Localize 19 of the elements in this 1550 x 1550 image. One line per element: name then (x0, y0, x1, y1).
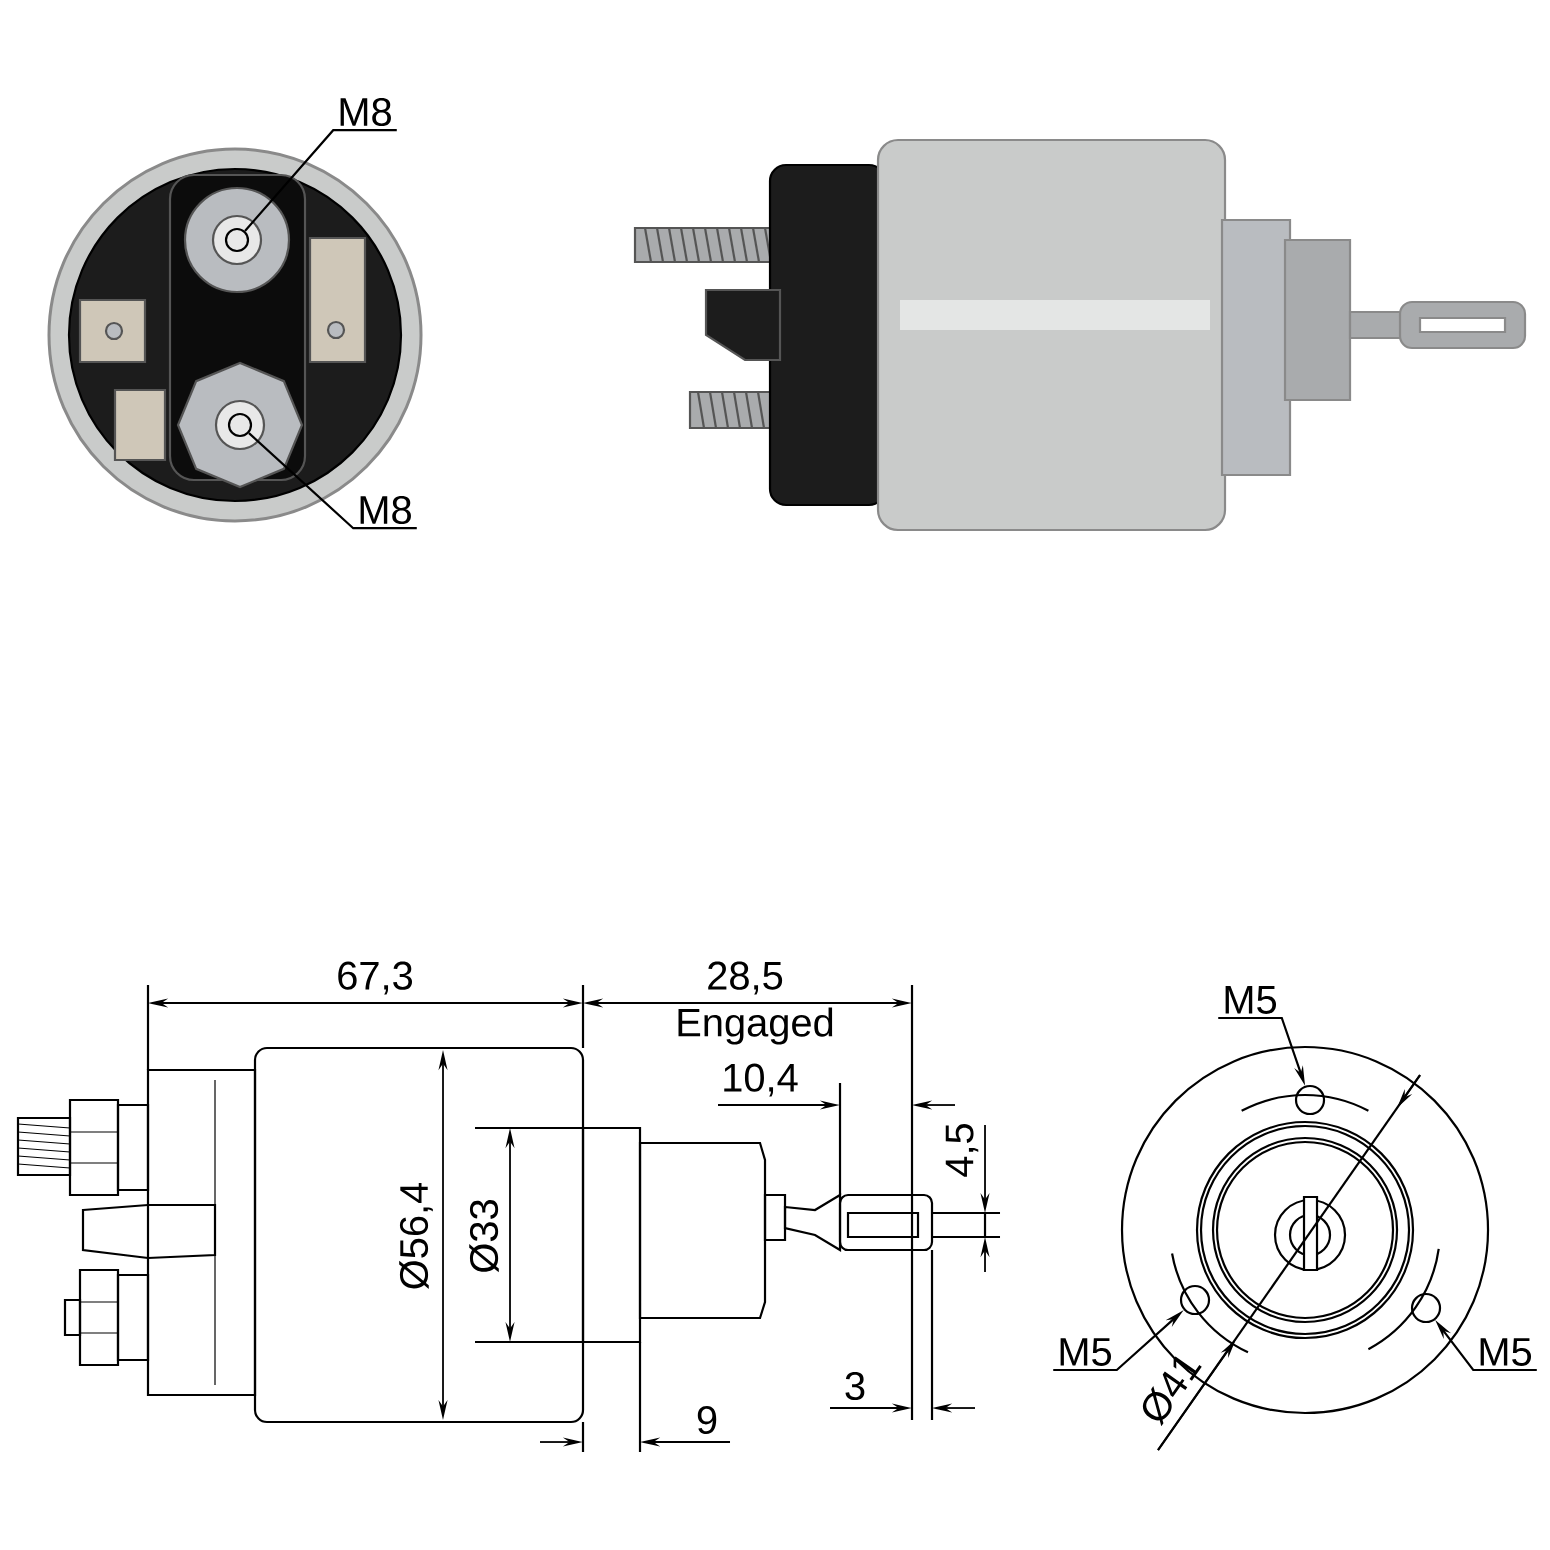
thread-label: M5 (1480, 1338, 1532, 1366)
dimension-label: 67,3 (338, 961, 412, 995)
dimension-label: 10,4 (724, 1063, 798, 1097)
dimension-label: 4,5 (945, 1124, 979, 1177)
dimension-label: Ø56,4 (399, 1182, 433, 1289)
dimension-label: Engaged (678, 1007, 833, 1045)
thread-label: M5 (1225, 986, 1277, 1014)
mounting-hole (1179, 1284, 1211, 1316)
terminal-stud (227, 412, 253, 438)
dimension-label: 3 (845, 1371, 865, 1401)
mounting-hole (1410, 1292, 1442, 1324)
thread-label: M8 (360, 495, 411, 525)
thread-label: M5 (1060, 1338, 1112, 1366)
dimension-label: 9 (697, 1405, 717, 1435)
terminal-stud (224, 227, 250, 253)
dimension-label: Ø33 (469, 1200, 499, 1273)
dimension-label: 28,5 (708, 961, 783, 995)
mounting-hole (1294, 1084, 1326, 1116)
thread-label: M8 (340, 97, 391, 127)
